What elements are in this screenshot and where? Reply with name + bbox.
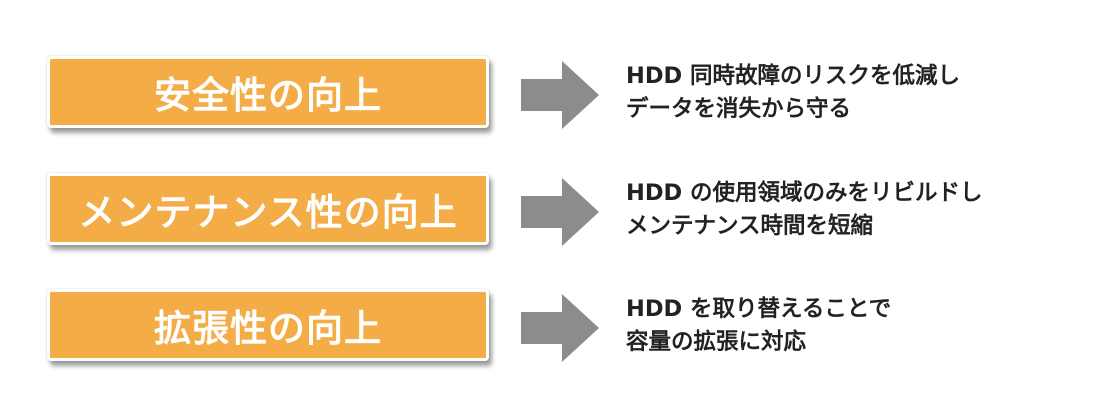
arrow-right-icon (521, 178, 599, 246)
benefit-box-safety: 安全性の向上 (47, 56, 489, 128)
arrow-right-icon (521, 61, 599, 129)
benefit-box-maintenance: メンテナンス性の向上 (47, 173, 489, 245)
benefit-label: メンテナンス性の向上 (78, 191, 458, 234)
benefit-row-expandability: 拡張性の向上 HDD を取り替えることで 容量の拡張に対応 (0, 285, 1100, 385)
benefit-row-maintenance: メンテナンス性の向上 HDD の使用領域のみをリビルドし メンテナンス時間を短縮 (0, 169, 1100, 269)
description-line: HDD を取り替えることで (626, 296, 892, 322)
benefit-row-safety: 安全性の向上 HDD 同時故障のリスクを低減し データを消失から守る (0, 52, 1100, 152)
benefit-description: HDD を取り替えることで 容量の拡張に対応 (626, 293, 1096, 359)
description-line: HDD の使用領域のみをリビルドし (626, 180, 983, 206)
description-line: データを消失から守る (626, 96, 852, 122)
description-line: メンテナンス時間を短縮 (626, 213, 874, 239)
description-line: HDD 同時故障のリスクを低減し (626, 63, 961, 89)
benefit-label: 拡張性の向上 (154, 307, 382, 350)
benefit-description: HDD の使用領域のみをリビルドし メンテナンス時間を短縮 (626, 177, 1096, 243)
arrow-right-icon (521, 294, 599, 362)
benefit-label: 安全性の向上 (154, 74, 382, 117)
benefit-box-expandability: 拡張性の向上 (47, 289, 489, 361)
benefit-description: HDD 同時故障のリスクを低減し データを消失から守る (626, 60, 1096, 126)
description-line: 容量の拡張に対応 (626, 329, 807, 355)
